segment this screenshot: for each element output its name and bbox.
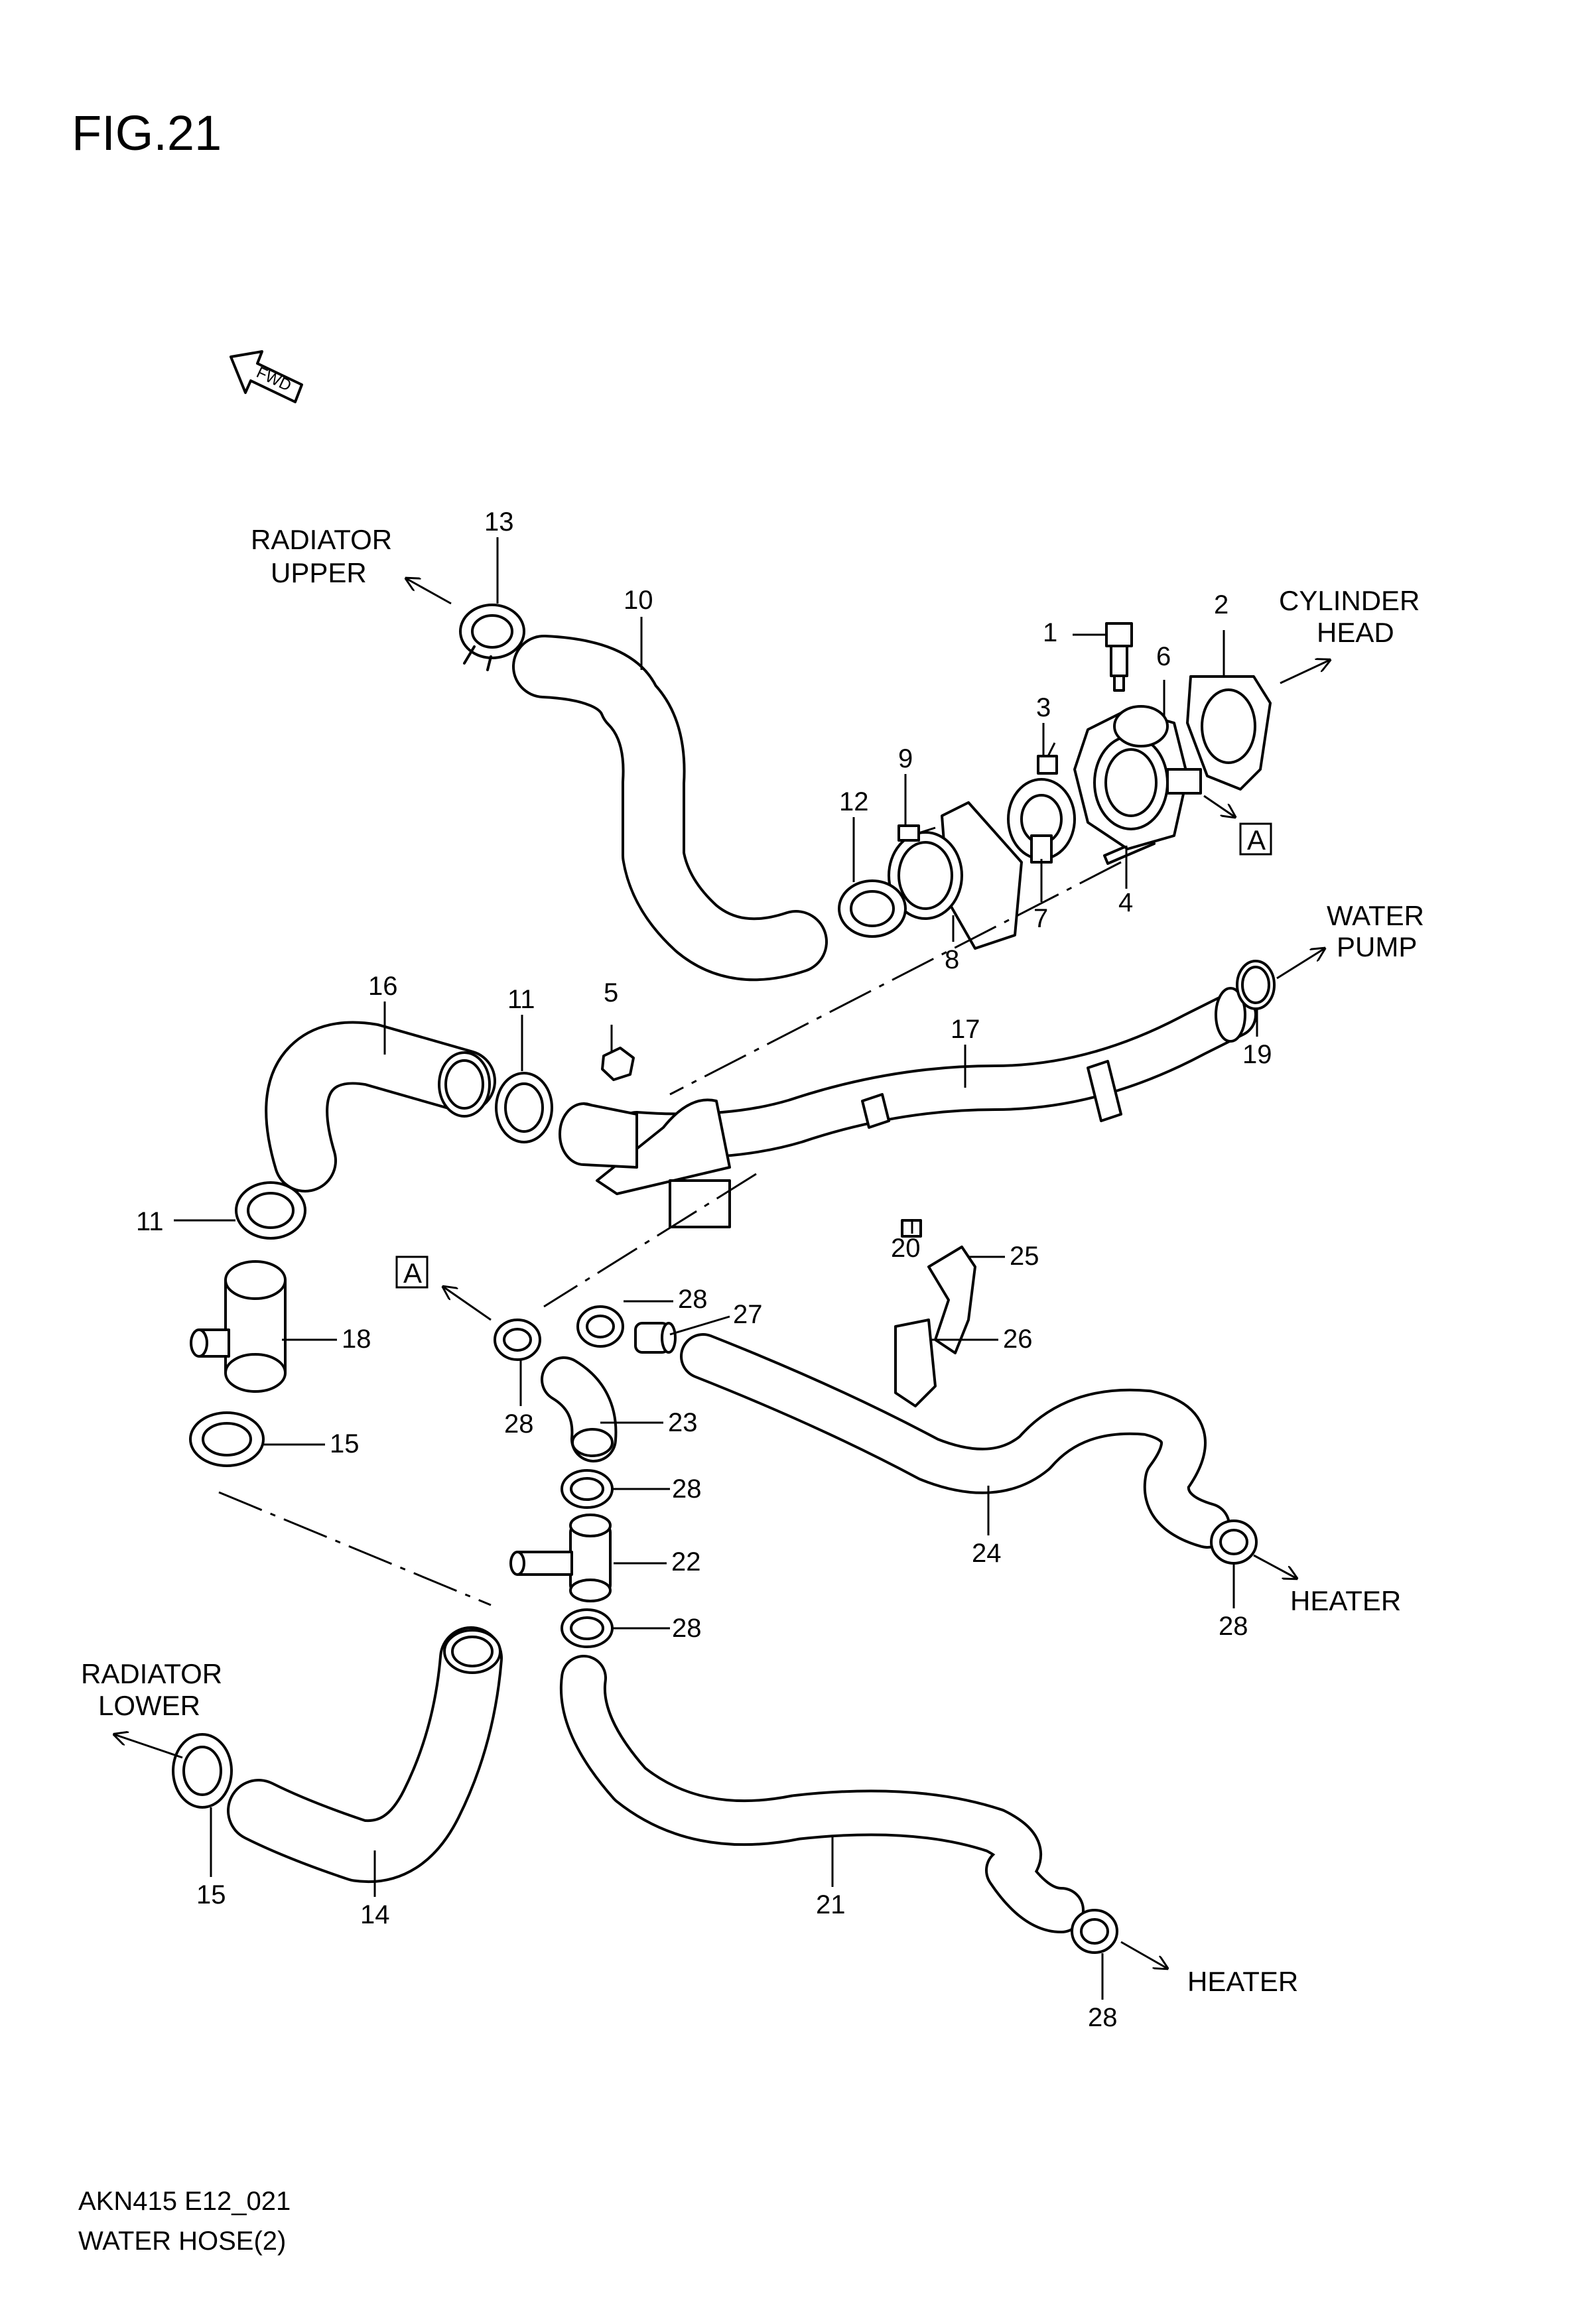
callout-27: 27 [733,1300,763,1329]
clamp-15-lower [172,1733,233,1809]
leader-lines [174,537,1258,2000]
callout-9: 9 [898,744,913,773]
svg-text:A: A [1247,824,1266,856]
callout-6: 6 [1156,642,1171,671]
callout-17: 17 [951,1015,980,1044]
clamp-15-upper [189,1411,265,1467]
footer-code: AKN415 E12_021 [78,2187,291,2216]
o-ring-19 [1236,960,1276,1010]
callout-28-c: 28 [672,1474,702,1504]
callout-11-upper: 11 [507,985,535,1014]
callout-28-f: 28 [1088,2003,1118,2032]
label-cylinder-head-1: CYLINDER [1279,585,1420,616]
callout-19: 19 [1242,1040,1272,1069]
clamp-28-a [494,1319,541,1361]
figure-title: FIG.21 [72,105,222,161]
callout-28-e: 28 [1219,1612,1248,1641]
radiator-upper-hose [512,635,828,982]
direction-arrows [114,578,1330,1969]
label-heater-upper: HEATER [1290,1585,1401,1616]
svg-text:A: A [403,1258,422,1289]
bolt-3 [1037,742,1058,775]
phantom-lines [218,861,1122,1606]
t-joint-18 [190,1260,287,1393]
callout-28-a: 28 [678,1285,708,1314]
callout-15-upper: 15 [330,1429,360,1458]
hose-16 [265,1021,496,1193]
thermostat [1007,778,1076,864]
callout-24: 24 [972,1539,1002,1568]
clamp-11-upper [495,1072,553,1143]
callout-4: 4 [1118,888,1133,917]
joint-22 [509,1514,612,1602]
fwd-arrow-icon: FWD [230,350,303,403]
label-heater-lower: HEATER [1187,1966,1298,1997]
callout-11-lower: 11 [136,1207,164,1236]
clamp-28-c [561,1469,614,1509]
callout-14: 14 [360,1900,390,1929]
pipe-end-17 [861,987,1246,1129]
clip-26 [894,1319,937,1407]
hose-clamp-13 [459,604,525,671]
water-pump-pipe [614,992,1257,1159]
thermostat-cap [888,801,1023,950]
label-water-pump-2: PUMP [1337,931,1417,962]
clamp-28-e [1210,1519,1258,1565]
callout-10: 10 [624,586,653,615]
heater-hose-24 [680,1333,1230,1549]
clamp-28-d [561,1608,614,1648]
sensor-1 [1105,622,1133,692]
pipe-coupling [559,1102,638,1169]
heater-hose-21 [559,1655,1085,1933]
radiator-lower-hose [227,1626,503,1884]
label-radiator-lower-2: LOWER [98,1690,200,1721]
callout-15-lower: 15 [196,1880,226,1909]
callout-28-d: 28 [672,1614,702,1643]
callout-26: 26 [1003,1324,1033,1354]
thermostat-housing-6 [1073,705,1202,850]
callout-20: 20 [891,1234,921,1263]
hose-23 [541,1356,618,1462]
ref-box-a-right: A [1239,822,1272,856]
nut-5 [601,1047,635,1081]
callout-13: 13 [484,507,514,537]
label-water-pump-1: WATER [1327,900,1424,931]
callout-23: 23 [668,1408,698,1437]
label-radiator-lower-1: RADIATOR [81,1658,222,1689]
label-radiator-upper-2: UPPER [271,557,367,588]
gasket-2 [1186,675,1272,791]
callout-8: 8 [945,945,959,974]
footer-name: WATER HOSE(2) [78,2227,286,2256]
callout-7: 7 [1033,904,1048,933]
callout-28-b: 28 [504,1409,534,1439]
cap-27 [634,1322,677,1354]
callout-3: 3 [1036,693,1051,722]
clamp-28-f [1071,1909,1118,1954]
callout-25: 25 [1010,1242,1039,1271]
label-cylinder-head-2: HEAD [1317,617,1394,648]
callout-5: 5 [604,978,618,1007]
callout-21: 21 [816,1890,846,1919]
clamp-28-b [576,1305,624,1348]
clamp-11-lower [235,1181,306,1240]
label-radiator-upper-1: RADIATOR [251,524,392,555]
callout-1: 1 [1043,618,1057,647]
callout-22: 22 [671,1547,701,1577]
callout-2: 2 [1214,590,1228,619]
clamp-12 [838,879,907,938]
pipe-bracket [596,1098,731,1228]
callout-16: 16 [368,972,398,1001]
ref-box-a-left: A [395,1256,429,1289]
bolt-9 [897,824,936,842]
callout-18: 18 [342,1324,371,1354]
callout-12: 12 [839,787,869,816]
bracket-25 [927,1246,976,1354]
